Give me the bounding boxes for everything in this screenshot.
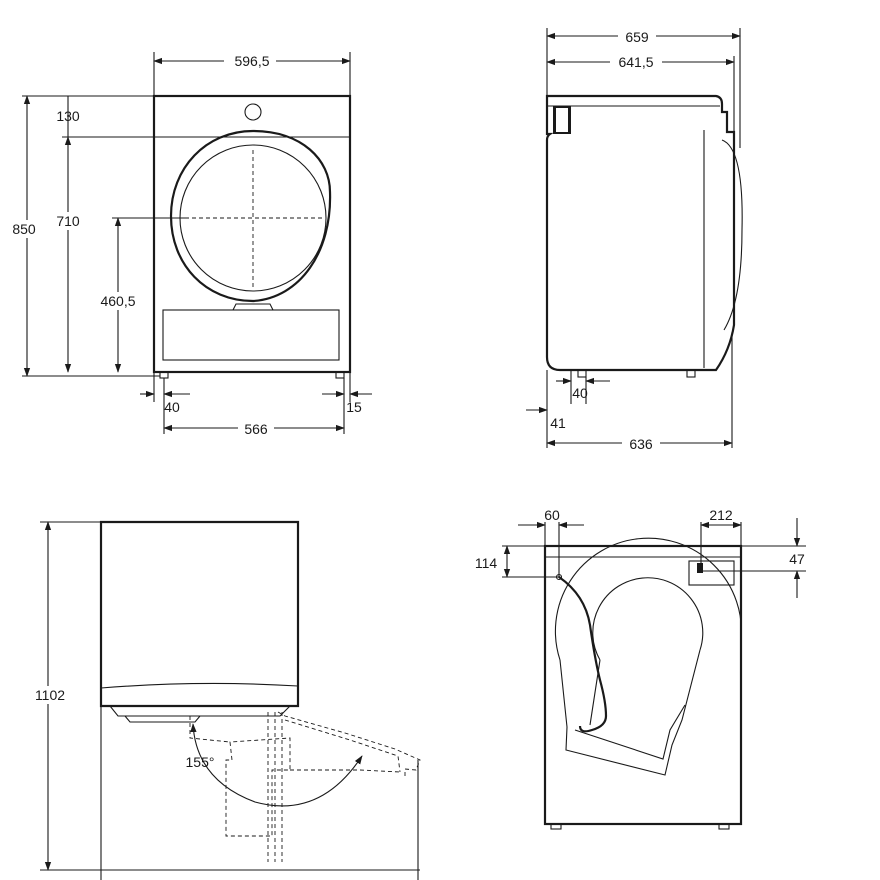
dim-top-panel-height: 130 [56,108,80,124]
dim-right-foot-offset: 15 [346,399,362,415]
front-view: 596,5 850 130 710 460,5 40 15 [6,52,372,438]
dim-total-height: 850 [12,221,36,237]
dim-door-center-height: 460,5 [100,293,135,309]
filter-panel [162,309,340,361]
rear-cabinet [543,544,743,826]
dim-rear-right-height: 47 [789,551,805,567]
dim-door-open-angle: 155° [186,754,215,770]
dim-side-total-depth: 659 [625,29,649,45]
front-right-foot [335,371,345,379]
dim-door-height: 710 [56,213,80,229]
dim-rear-right-offset: 212 [709,507,733,523]
dim-door-open-depth: 1102 [35,687,65,703]
side-view: 659 641,5 40 41 636 [526,28,743,452]
rear-drum-outer [554,537,742,661]
dim-side-base-depth: 636 [629,436,653,452]
door-angle-arc [190,723,363,807]
top-door-closed [109,705,291,717]
dim-left-foot-offset: 40 [164,399,180,415]
side-rear-foot [577,369,587,378]
program-knob-icon [244,103,262,121]
side-cabinet [545,94,736,372]
dim-rear-left-height: 114 [475,555,498,571]
rear-view: 60 212 114 47 [475,507,806,830]
door-outer-ring [169,129,332,303]
filter-handle [232,303,274,311]
side-front-foot [686,369,696,378]
rear-drum-inner [592,577,704,661]
top-view-door-open: 155° 1102 [28,520,421,880]
dim-front-width: 596,5 [234,53,269,69]
open-door-arm [277,711,421,778]
dim-side-body-depth: 641,5 [618,54,653,70]
dim-rear-left-offset: 60 [544,507,560,523]
dim-side-rear-offset: 41 [550,415,566,431]
rear-drain-hose [558,576,608,733]
rear-water-inlet-box [688,560,735,586]
dim-foot-span: 566 [244,421,268,437]
side-door-profile [721,139,743,331]
front-cabinet [152,94,352,374]
open-door-outline [225,737,291,837]
top-cabinet [99,520,300,708]
rear-duct-outline [559,649,701,776]
dim-side-foot-offset: 40 [572,385,588,401]
